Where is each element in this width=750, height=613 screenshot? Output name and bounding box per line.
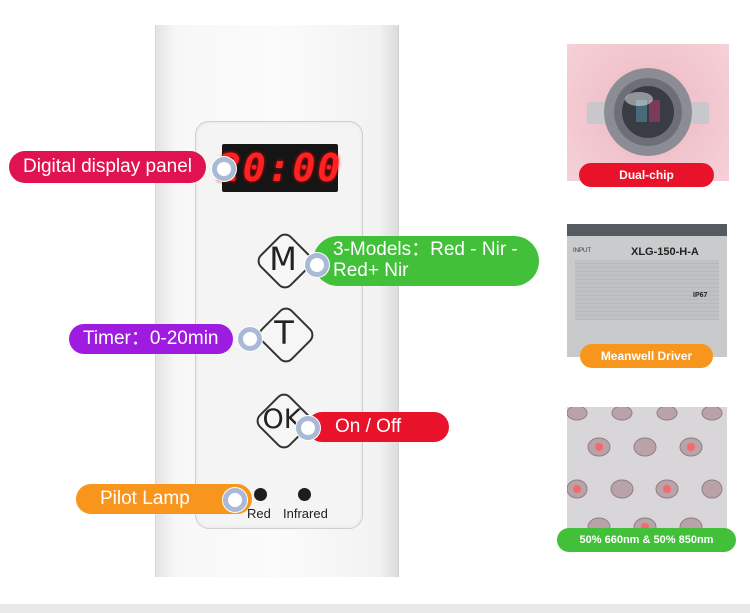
dual-chip-label: Dual-chip [579,163,714,187]
display-pointer-dot [212,157,236,181]
red-led-label: Red [247,506,271,521]
infrared-pilot-led [298,488,311,501]
led-array-icon [567,407,723,537]
mode-key[interactable]: M [269,240,297,278]
led-chip-icon [587,68,709,156]
callout-timer: Timer：0-20min [69,324,233,354]
callout-on-off: On / Off [307,412,449,442]
callout-pilot-lamp-text: Pilot Lamp [100,487,190,509]
dual-chip-photo [567,44,729,181]
on-off-pointer-dot [296,416,320,440]
callout-models-line1: 3-Models：Red - Nir - [333,239,518,261]
pilot-lamp-pointer-dot [223,488,247,512]
timer-pointer-dot [238,327,262,351]
driver-input-text: INPUT [573,248,591,254]
callout-timer-text: Timer：0-20min [83,327,219,349]
models-pointer-dot [305,253,329,277]
driver-photo: INPUT XLG-150-H-A IP67 [567,224,727,357]
callout-models: 3-Models：Red - Nir - Red+ Nir [313,236,539,286]
bottom-divider [0,604,750,613]
timer-key[interactable]: T [274,314,294,352]
red-pilot-led [254,488,267,501]
callout-models-line2: Red+ Nir [333,260,409,281]
wavelength-label: 50% 660nm & 50% 850nm [557,528,736,552]
callout-on-off-text: On / Off [335,415,402,437]
driver-rating-text: IP67 [693,292,708,299]
led-array-photo [567,407,727,542]
meanwell-driver-label: Meanwell Driver [580,344,713,368]
ok-key[interactable]: OK [262,403,302,435]
driver-model-text: XLG-150-H-A [631,246,699,258]
digital-display: 20:00 [218,144,340,192]
callout-display-panel: Digital display panel [9,151,206,183]
callout-pilot-lamp: Pilot Lamp [76,484,252,514]
infrared-led-label: Infrared [283,506,328,521]
callout-display-panel-text: Digital display panel [23,155,192,177]
display-readout: 20:00 [217,146,343,190]
